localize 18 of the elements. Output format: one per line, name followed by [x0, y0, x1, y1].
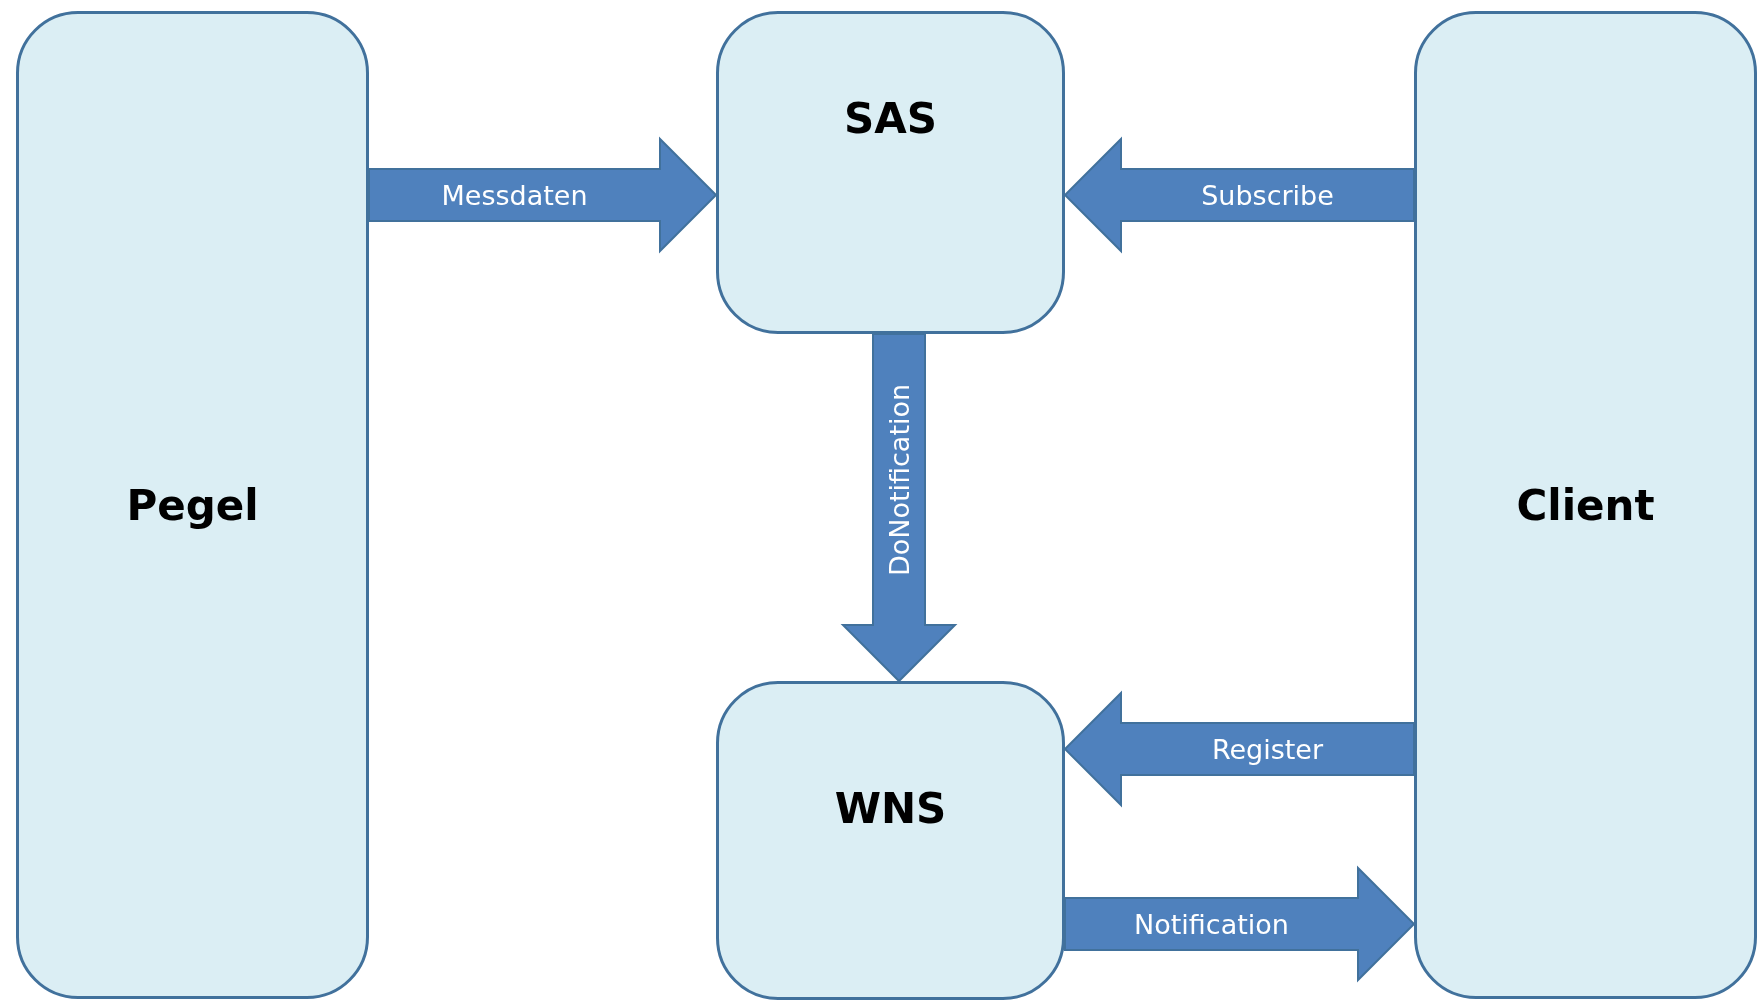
edge-label: Register: [1211, 733, 1324, 765]
block-arrow: [1063, 690, 1415, 808]
node-label: SAS: [844, 94, 937, 143]
edge-label: Subscribe: [1201, 179, 1334, 211]
block-arrow: [368, 136, 718, 254]
edge-label: DoNotification: [883, 383, 915, 576]
node-label: WNS: [834, 784, 947, 833]
process-box: [716, 681, 1065, 1000]
edge-label: Messdaten: [441, 179, 588, 211]
node-label: Client: [1516, 480, 1655, 530]
block-arrow: [840, 333, 958, 683]
node-label: Pegel: [126, 480, 259, 530]
block-arrow: [1064, 865, 1416, 983]
process-box: [716, 11, 1065, 334]
block-arrow: [1063, 136, 1415, 254]
process-box: [1414, 11, 1757, 999]
process-box: [16, 11, 369, 999]
edge-label: Notification: [1134, 908, 1289, 940]
